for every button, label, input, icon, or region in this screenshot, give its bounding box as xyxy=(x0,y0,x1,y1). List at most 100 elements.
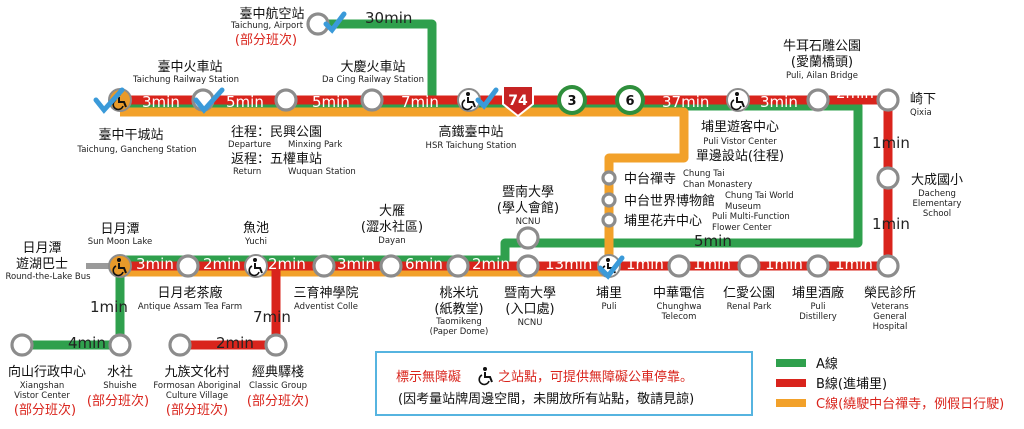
station-ncnu-hall[interactable] xyxy=(516,226,540,250)
label-visitor-en: Puli Vistor Center xyxy=(703,137,777,147)
svg-text:6: 6 xyxy=(625,94,634,109)
svg-text:3: 3 xyxy=(567,94,576,109)
legend-a: A線 xyxy=(816,356,838,372)
label-assam-en: Antique Assam Tea Farm xyxy=(138,302,242,312)
label-dayan-zh2: (澀水社區) xyxy=(361,219,423,235)
label-museum-zh: 中台世界博物館 xyxy=(624,194,715,209)
label-formosan-note: (部分班次) xyxy=(166,402,228,418)
time-sunmoon-assam: 3min xyxy=(136,255,174,273)
time-visitor-ailan: 3min xyxy=(760,93,798,111)
label-direction-out-zh: 往程：民興公園 xyxy=(231,125,322,140)
label-direction-ret-en: Wuquan Station xyxy=(288,167,356,177)
station-assam[interactable] xyxy=(176,254,200,278)
legend-swatch-c xyxy=(776,399,806,407)
label-shuishe-en: Shuishe xyxy=(103,381,137,391)
station-ailan[interactable] xyxy=(806,88,830,112)
label-shuishe-note: (部分班次) xyxy=(87,393,149,409)
label-xiangshan-zh: 向山行政中心 xyxy=(8,364,86,380)
time-yuchi-classic: 7min xyxy=(253,308,291,326)
svg-text:74: 74 xyxy=(508,93,528,109)
label-taomikeng-zh: 桃米坑 xyxy=(439,286,478,301)
label-ncnu-hall-en: NCNU xyxy=(516,217,541,227)
time-qixia-dacheng: 1min xyxy=(872,134,910,152)
check-icon xyxy=(323,11,347,34)
label-adventist-zh: 三育神學院 xyxy=(293,285,358,301)
label-ncnu-gate-zh2: (入口處) xyxy=(505,302,554,317)
station-chungtai[interactable] xyxy=(601,170,617,186)
label-distillery-zh: 埔里酒廠 xyxy=(792,285,844,301)
station-unnamed-b[interactable] xyxy=(274,88,298,112)
station-renai[interactable] xyxy=(737,254,761,278)
label-roundlake-zh: 日月潭 xyxy=(22,241,61,256)
label-museum-en2: Museum xyxy=(725,202,761,212)
label-visitor-zh2: 單邊設站(往程) xyxy=(696,148,784,164)
label-dayan-en: Dayan xyxy=(378,236,405,246)
label-roundlake-en: Round-the-Lake Bus xyxy=(5,272,91,282)
time-hsr-visitor: 37min xyxy=(662,93,709,111)
station-dacheng[interactable] xyxy=(876,166,900,190)
legend: A線 B線(進埔里) C線(繞駛中台禪寺，例假日行駛) xyxy=(776,356,1004,412)
time-distillery-veterans: 1min xyxy=(835,255,873,273)
label-classic-zh: 經典驛棧 xyxy=(252,364,304,380)
label-flower-zh: 埔里花卉中心 xyxy=(624,213,702,229)
label-puli-zh: 埔里 xyxy=(596,286,622,301)
station-ncnu-gate[interactable] xyxy=(516,254,540,278)
label-ncnu-gate-en: NCNU xyxy=(518,318,543,328)
label-gancheng-zh: 臺中干城站 xyxy=(98,128,163,143)
station-dayan[interactable] xyxy=(379,254,403,278)
label-veterans-en2: General xyxy=(873,312,907,322)
accessibility-note-box xyxy=(375,351,753,416)
time-shuishe-xiangshan: 4min xyxy=(68,334,106,352)
label-chunghwa-zh: 中華電信 xyxy=(653,286,705,301)
time-gancheng-railway: 3min xyxy=(142,93,180,111)
label-chunghwa-en2: Telecom xyxy=(661,312,697,322)
label-veterans-en1: Veterans xyxy=(871,302,909,312)
label-qixia-en: Qixia xyxy=(910,108,932,118)
label-distillery-en2: Distillery xyxy=(799,312,837,322)
label-dayan-zh: 大雁 xyxy=(379,204,405,219)
label-direction-ret-label-en: Return xyxy=(233,167,261,177)
time-ncnu-hall-loop: 5min xyxy=(694,232,732,250)
time-dayan-taomi: 6min xyxy=(405,255,443,273)
station-shuishe[interactable] xyxy=(108,333,132,357)
line-a-lower xyxy=(120,250,510,265)
label-classic-en: Classic Group xyxy=(249,381,307,391)
station-qixia[interactable] xyxy=(876,88,900,112)
station-adventist[interactable] xyxy=(312,254,336,278)
label-sunmoon-zh: 日月潭 xyxy=(100,222,139,237)
label-yuchi-zh: 魚池 xyxy=(243,221,269,236)
label-xiangshan-note: (部分班次) xyxy=(14,402,76,418)
route-74-badge: 74 xyxy=(502,85,534,118)
label-formosan-en2: Culture Village xyxy=(166,391,228,401)
station-veterans[interactable] xyxy=(876,254,900,278)
wheelchair-icon xyxy=(478,367,493,386)
station-taomikeng[interactable] xyxy=(446,254,470,278)
station-museum[interactable] xyxy=(601,192,617,208)
label-chungtai-zh: 中台禪寺 xyxy=(624,171,676,187)
label-xiangshan-en1: Xiangshan xyxy=(20,381,65,391)
label-formosan-en1: Formosan Aboriginal xyxy=(153,381,240,391)
station-formosan[interactable] xyxy=(168,333,192,357)
station-distillery[interactable] xyxy=(806,254,830,278)
station-daqing[interactable] xyxy=(360,88,384,112)
station-xiangshan[interactable] xyxy=(10,333,34,357)
label-taomikeng-en2: (Paper Dome) xyxy=(430,327,489,337)
label-taomikeng-zh2: (紙教堂) xyxy=(434,301,483,317)
time-daqing-hsr: 7min xyxy=(401,93,439,111)
label-veterans-en3: Hospital xyxy=(873,322,908,332)
line-a-airport-branch xyxy=(318,19,437,98)
note-line2: (因考量站牌周邊空間，未開放所有站點，敬請見諒) xyxy=(398,391,694,407)
label-dacheng-en1: Dacheng xyxy=(918,189,956,199)
label-dacheng-zh: 大成國小 xyxy=(911,173,963,188)
label-daqing-en: Da Cing Railway Station xyxy=(322,75,424,85)
label-formosan-zh: 九族文化村 xyxy=(164,364,229,380)
label-classic-note: (部分班次) xyxy=(247,393,309,409)
station-flower[interactable] xyxy=(601,212,617,228)
time-renai-distillery: 1min xyxy=(765,255,803,273)
station-classic[interactable] xyxy=(264,333,288,357)
label-museum-en1: Chung Tai World xyxy=(725,191,794,201)
time-airport-hsr: 30min xyxy=(365,9,412,27)
station-chunghwa[interactable] xyxy=(667,254,691,278)
label-dacheng-en2: Elementary xyxy=(913,199,962,209)
